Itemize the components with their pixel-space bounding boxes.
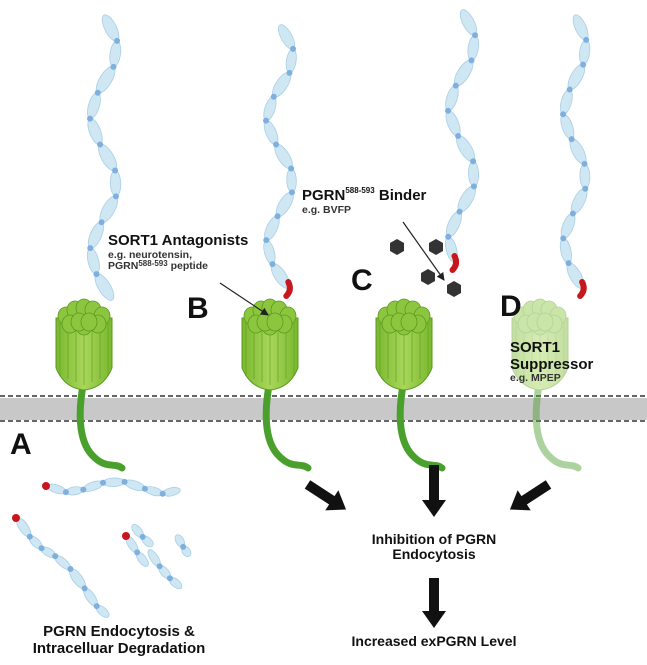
binder-title: PGRN588-593 Binder xyxy=(302,186,427,204)
granulin-domain xyxy=(109,170,122,197)
propeller-blade xyxy=(522,300,540,320)
propeller-blade xyxy=(266,312,284,332)
propeller-blade xyxy=(400,312,418,332)
sort1-antagonists-label: SORT1 Antagonists e.g. neurotensin, PGRN… xyxy=(108,232,249,273)
receptor-d xyxy=(511,298,582,472)
pgrn-c-terminus xyxy=(449,253,460,273)
arrow-from-d xyxy=(509,480,552,511)
granulin-domain xyxy=(286,168,297,193)
granulin-domain xyxy=(285,48,297,74)
granulin-domain xyxy=(468,160,479,187)
pgrn-c-terminus xyxy=(577,279,587,299)
pgrn-c-terminus xyxy=(283,279,293,299)
binder-hexagon xyxy=(421,269,435,285)
propeller-blade xyxy=(80,312,98,332)
pointer-arrow-c xyxy=(402,221,445,281)
granulin-domain xyxy=(445,110,461,137)
propeller-blade xyxy=(531,298,549,318)
cytoplasmic-tail xyxy=(532,376,582,472)
propeller-blade xyxy=(545,314,563,334)
granulin-domain xyxy=(579,163,591,190)
granulin-domain xyxy=(579,39,591,66)
binder-hexagon xyxy=(429,239,443,255)
granulin-domain xyxy=(560,212,576,239)
panel-d-letter: D xyxy=(500,290,522,323)
pgrn-binder-label: PGRN588-593 Binder e.g. BVFP xyxy=(302,186,427,216)
flow-arrows xyxy=(304,465,552,628)
pgrn-c-terminus xyxy=(42,482,50,490)
granulin-domain xyxy=(86,247,100,275)
free-pgrn-2 xyxy=(16,517,110,618)
cytoplasmic-tail xyxy=(262,376,312,472)
propeller-blade xyxy=(531,316,549,336)
suppressor-example: e.g. MPEP xyxy=(510,372,561,384)
granulin-domain xyxy=(87,118,103,146)
granulin-domain xyxy=(560,113,575,140)
propeller-blade xyxy=(517,314,535,334)
arrow-to-result xyxy=(422,578,446,628)
granulin-domain xyxy=(467,34,480,61)
granulin-domain xyxy=(263,96,277,122)
granulin-domain xyxy=(263,239,276,265)
cytoplasmic-tail xyxy=(396,376,446,472)
granulin-domain xyxy=(559,237,572,264)
receptor-barrel xyxy=(511,317,569,391)
pgrn-c-terminus xyxy=(122,532,130,540)
receptor-b xyxy=(241,298,312,472)
granulin-domain xyxy=(559,88,573,115)
cytoplasmic-tail xyxy=(76,376,126,472)
pointer-arrow-b xyxy=(219,282,269,316)
pgrn-chain-d xyxy=(559,14,591,299)
free-pgrn-5 xyxy=(147,549,183,590)
propeller-blade xyxy=(526,312,544,332)
propeller-blade xyxy=(549,306,567,326)
arrow-from-c xyxy=(422,465,446,517)
panel-b-letter: B xyxy=(187,292,209,325)
pgrn-chain-b xyxy=(263,24,297,299)
antagonists-example-2: PGRN588-593 peptide xyxy=(108,259,208,273)
antagonists-title: SORT1 Antagonists xyxy=(108,232,249,249)
free-pgrn-4 xyxy=(131,524,154,548)
receptor-a xyxy=(55,298,126,472)
sort1-suppressor-label: SORT1 Suppressor e.g. MPEP xyxy=(510,339,647,385)
granulin-domain xyxy=(445,85,459,112)
antagonists-example-1: e.g. neurotensin, xyxy=(108,248,193,261)
binder-example: e.g. BVFP xyxy=(302,203,352,216)
pgrn-chain-c xyxy=(445,9,480,273)
granulin-domain xyxy=(102,477,125,488)
propeller-blade xyxy=(540,300,558,320)
propeller-blade xyxy=(536,312,554,332)
granulin-domain xyxy=(87,92,101,120)
propeller-blade xyxy=(513,306,531,326)
free-pgrn-1 xyxy=(47,477,181,497)
panel-a-caption: PGRN Endocytosis & Intracelluar Degradat… xyxy=(32,623,206,657)
panel-a-letter: A xyxy=(10,428,32,461)
arrow-from-b xyxy=(304,480,347,511)
receptor-c xyxy=(375,298,446,472)
pgrn-chain-a xyxy=(86,14,122,301)
suppressor-title: SORT1 Suppressor xyxy=(510,339,594,373)
granulin-domain xyxy=(87,221,104,249)
binder-hexagon xyxy=(447,281,461,297)
cell-membrane xyxy=(0,395,647,422)
free-pgrn-6 xyxy=(174,534,192,557)
binder-hexagon xyxy=(390,239,404,255)
binder-molecules xyxy=(390,239,461,297)
granulin-domain xyxy=(109,40,122,68)
pgrn-c-terminus xyxy=(12,514,20,522)
inhibition-of-endocytosis: Inhibition of PGRN Endocytosis xyxy=(371,531,497,563)
increased-expgrn-level: Increased exPGRN Level xyxy=(351,633,517,649)
panel-c-letter: C xyxy=(351,264,373,297)
free-pgrn-3 xyxy=(125,535,149,567)
